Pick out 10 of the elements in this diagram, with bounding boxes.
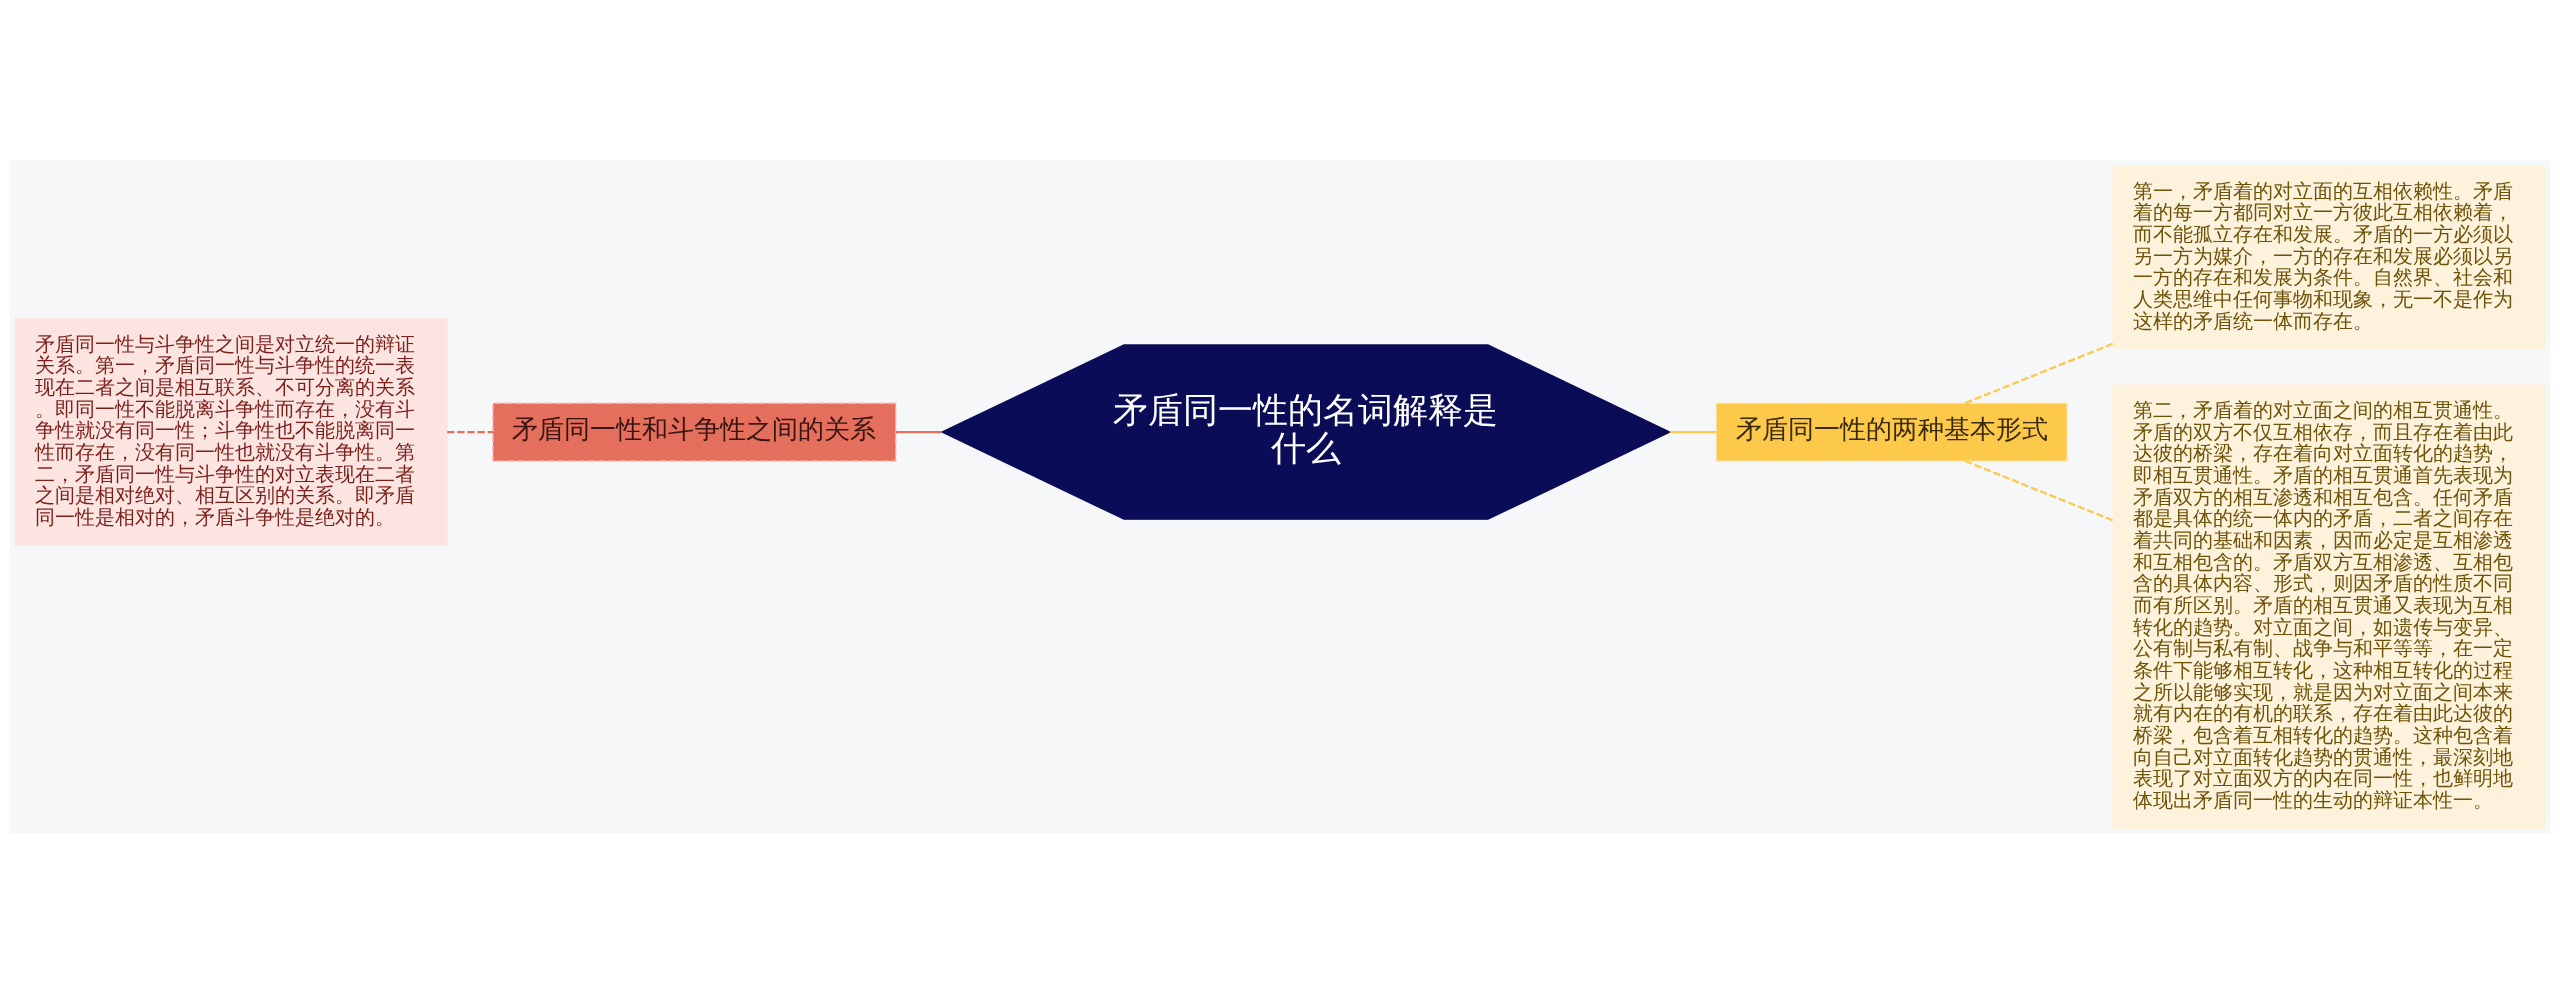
node-box: 矛盾同一性和斗争性之间的关系: [492, 401, 897, 462]
node-box: 矛盾同一性的两种基本形式: [1715, 401, 2068, 462]
connector: [1964, 459, 2114, 522]
connector: [895, 430, 942, 433]
node-box: 矛盾同一性与斗争性之间是对立统一的辩证关系。第一，矛盾同一性与斗争性的统一表现在二者之间是相互联系、不可分离的关系。即同一性不能脱离斗争性而存在，没有斗争性就没有同一性；斗争性也不能脱离同一性而存在，没有同一性也就没有斗争性。第二，矛盾同一性与斗争性的对立表现在二者之间是相对绝对、相互区别的关系。即矛盾同一性是相对的，矛盾斗争性是绝对的。: [14, 317, 448, 546]
connector: [1669, 430, 1716, 433]
node-box: 第二，矛盾着的对立面之间的相互贯通性。矛盾的双方不仅互相依存，而且存在着由此达彼的桥梁，存在着向对立面转化的趋势，即相互贯通性。矛盾的相互贯通首先表现为矛盾双方的相互渗透和相互包含。任何矛盾都是具体的统一体内的矛盾，二者之间存在着共同的基础和因素，因而必定是互相渗透和互相包含的。矛盾双方互相渗透、互相包含的具体内容、形式，则因矛盾的性质不同而有所区别。矛盾的相互贯通又表现为互相转化的趋势。对立面之间，如遗传与变异、公有制与私有制、战争与和平等等，在一定条件下能够相互转化，这种相互转化的过程之所以能够实现，就是因为对立面之间本来就有内在的有机的联系，存在着由此达彼的桥梁，包含着互相转化的趋势。这种包含着向自己对立面转化趋势的贯通性，最深刻地表现了对立面双方的内在同一性，也鲜明地体现出矛盾同一性的生动的辩证本性一。: [2112, 383, 2546, 829]
connector: [447, 430, 493, 433]
connector: [1964, 342, 2114, 404]
node-box: 第一，矛盾着的对立面的互相依赖性。矛盾着的每一方都同对立一方彼此互相依赖着，而不能孤立存在和发展。矛盾的一方必须以另一方为媒介，一方的存在和发展必须以另一方的存在和发展为条件。自然界、社会和人类思维中任何事物和现象，无一不是作为这样的矛盾统一体而存在。: [2112, 164, 2546, 350]
